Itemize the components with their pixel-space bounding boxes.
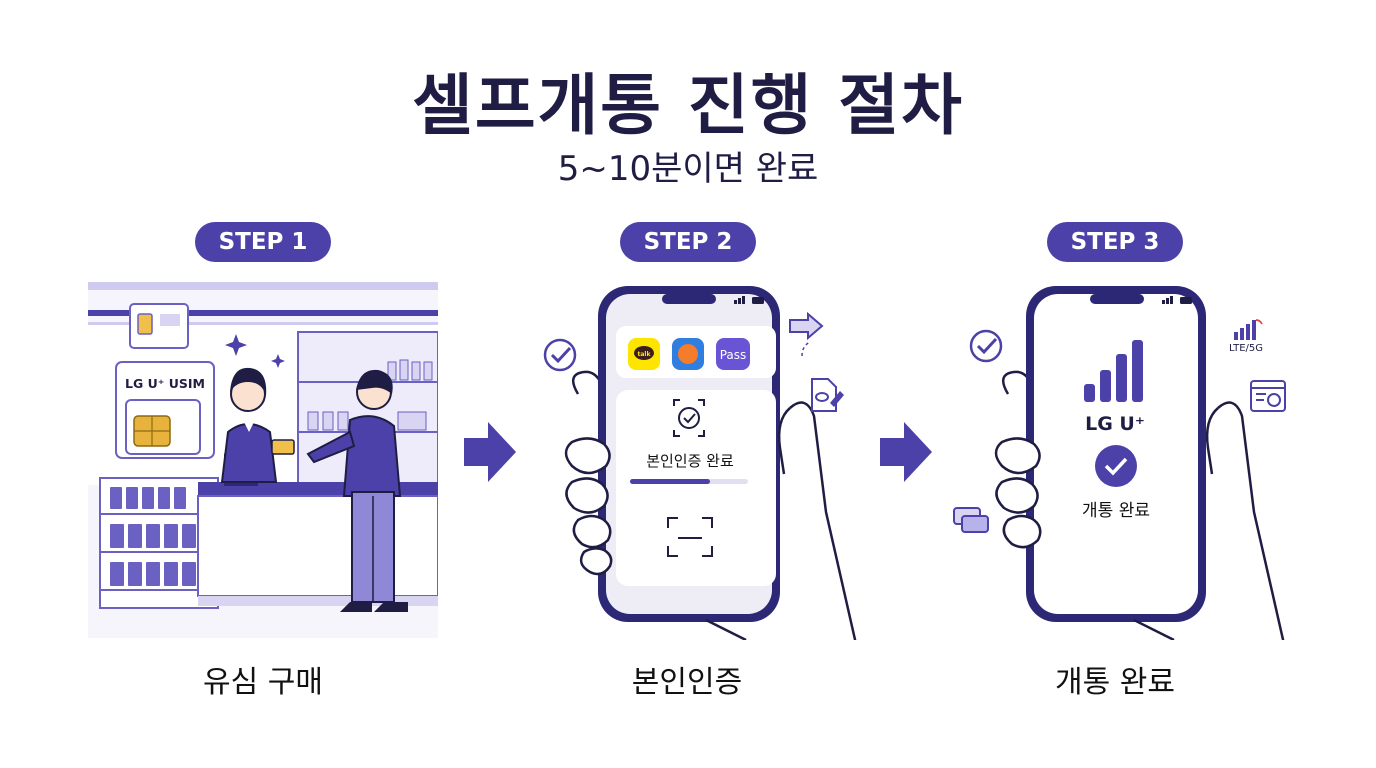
- step-1-caption: 유심 구매: [203, 665, 323, 700]
- step-2-phone-illustration: talk Pass 본인인증 완료: [564, 286, 857, 640]
- verify-progress-fill: [630, 479, 710, 484]
- step-3-badge: STEP 3: [1047, 222, 1183, 262]
- browser-window-icon: [1250, 380, 1286, 412]
- cards-icon: [953, 507, 989, 533]
- step-2-badge: STEP 2: [620, 222, 756, 262]
- step-3-phone-illustration: LG U⁺ 개통 완료: [994, 286, 1285, 640]
- network-signal-icon: [1234, 319, 1263, 340]
- arrow-right-icon-2: [880, 422, 932, 482]
- document-sign-icon: [811, 378, 844, 412]
- activation-status: 개통 완료: [1082, 501, 1150, 521]
- checkmark-circle-icon: [543, 338, 577, 372]
- step-1-badge: STEP 1: [195, 222, 331, 262]
- step-3-caption: 개통 완료: [1055, 665, 1175, 700]
- usim-brand-label: LG U⁺ USIM: [125, 376, 205, 391]
- step-1-store-illustration: LG U⁺ USIM: [88, 282, 438, 638]
- lg-uplus-brand: LG U⁺: [1085, 413, 1145, 435]
- verify-status-label: 본인인증 완료: [646, 452, 734, 470]
- pass-app-label: Pass: [720, 348, 747, 362]
- kakao-app-label: talk: [638, 351, 652, 358]
- page-subtitle: 5~10분이면 완료: [557, 149, 819, 189]
- page-title: 셀프개통 진행 절차: [412, 67, 964, 144]
- share-arrow-icon: [789, 312, 824, 357]
- checkmark-circle-icon-2: [969, 329, 1003, 363]
- step-2-caption: 본인인증: [631, 665, 743, 700]
- network-type-label: LTE/5G: [1228, 343, 1264, 354]
- arrow-right-icon: [464, 422, 516, 482]
- signal-bars-icon: [1084, 340, 1143, 402]
